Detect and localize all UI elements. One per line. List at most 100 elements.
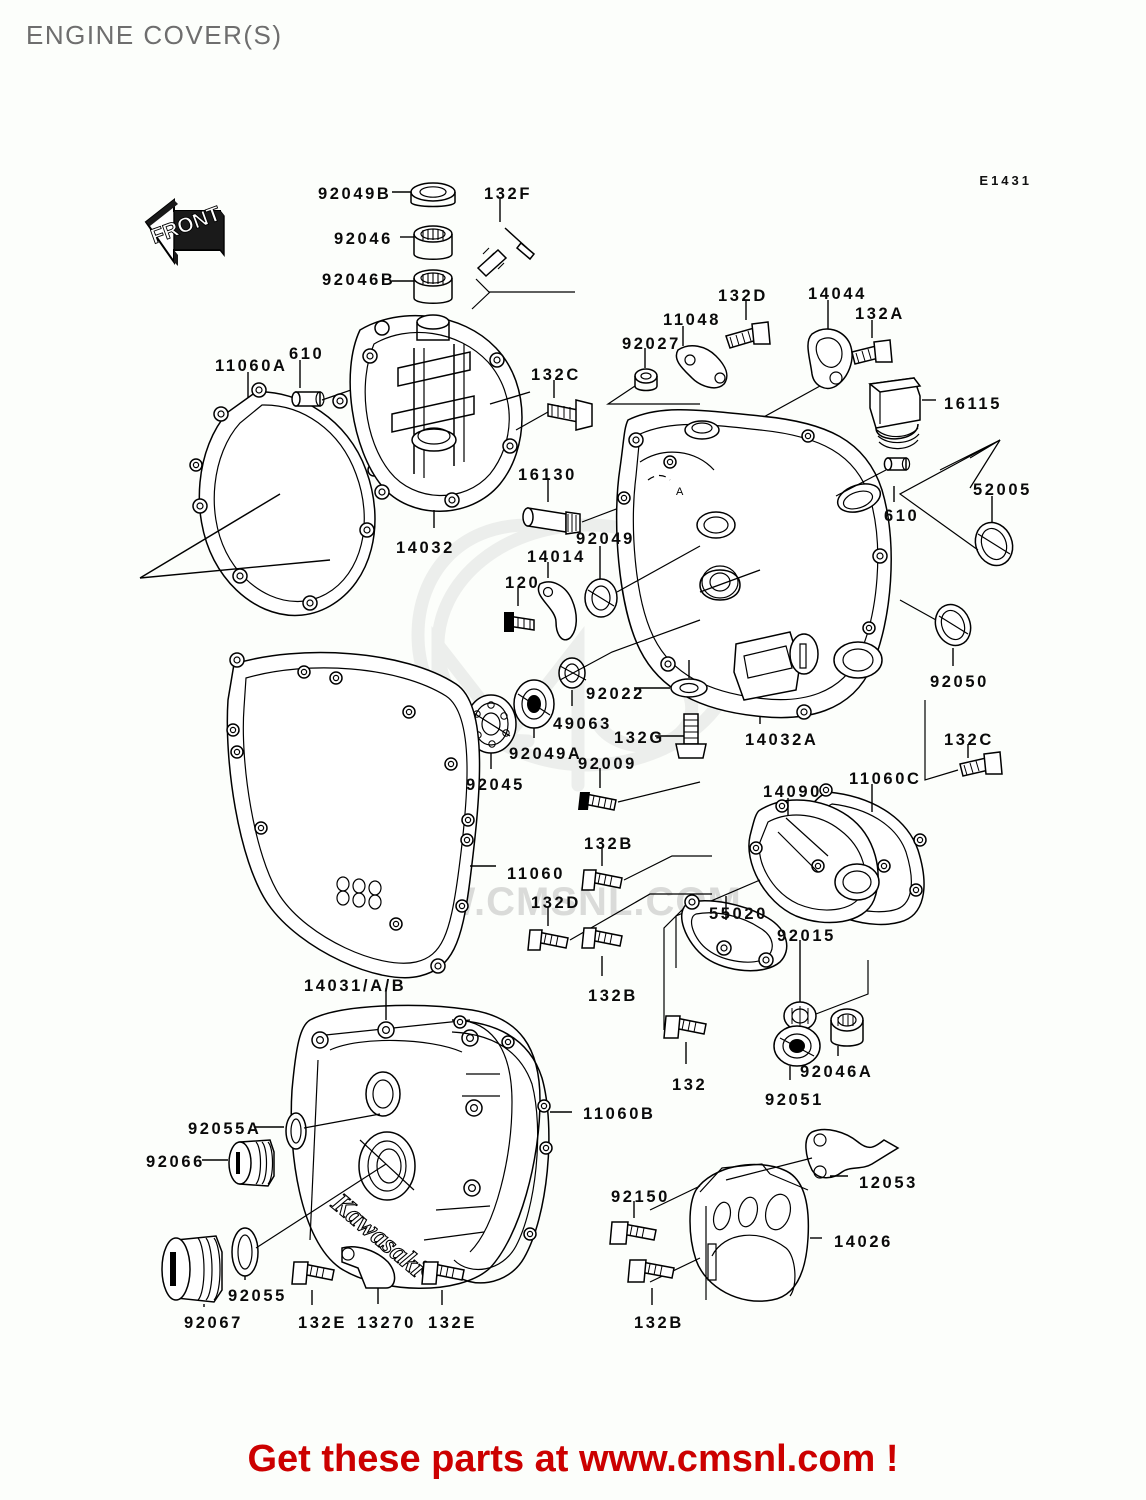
callout-11060: 11060: [507, 865, 565, 883]
callout-92046: 92046: [334, 230, 393, 248]
part-14026-chain-cover: [690, 1164, 822, 1301]
part-92046B-needle-bearing: [414, 270, 452, 303]
part-132E-bolt-1: [292, 1262, 334, 1305]
part-16130-valve: [523, 478, 580, 534]
part-92049B-oil-seal: [411, 183, 455, 207]
part-14044-cover-bracket: [808, 300, 852, 388]
callout-92022: 92022: [586, 685, 645, 703]
part-92049-oil-seal-center: [585, 546, 617, 617]
callout-132C-1: 132C: [531, 366, 581, 384]
callout-92009: 92009: [578, 755, 637, 773]
part-92046A-needle-bearing: [831, 1009, 863, 1056]
part-52005-oil-gauge: [969, 496, 1019, 571]
callout-92049A: 92049A: [509, 745, 583, 763]
callout-11048: 11048: [663, 311, 721, 329]
part-14031-engine-cover: Kawasaki: [291, 1005, 540, 1288]
part-132F-bolt: [478, 199, 534, 276]
callout-14014: 14014: [527, 548, 586, 566]
part-92009-screw: [578, 768, 616, 810]
callout-16115: 16115: [944, 395, 1002, 413]
part-132-bolt: [664, 1016, 706, 1064]
part-92022-washer: [634, 660, 707, 697]
callout-14031: 14031/A/B: [304, 977, 407, 995]
callout-92150: 92150: [611, 1188, 670, 1206]
callout-92055A: 92055A: [188, 1120, 262, 1138]
callout-92067: 92067: [184, 1314, 243, 1332]
callout-11060C: 11060C: [849, 770, 922, 788]
callout-132G: 132G: [614, 729, 665, 747]
callout-132F: 132F: [484, 185, 533, 203]
part-132C-bolt-right: [960, 744, 1002, 776]
callout-92045: 92045: [466, 776, 525, 794]
callout-132B-1: 132B: [584, 835, 634, 853]
callout-610-2: 610: [884, 507, 920, 525]
callout-52005: 52005: [973, 481, 1032, 499]
callout-92046A: 92046A: [800, 1063, 874, 1081]
callout-14032A: 14032A: [745, 731, 819, 749]
callout-610-1: 610: [289, 345, 325, 363]
part-14032A-clutch-cover: A: [617, 410, 892, 719]
part-14014-plate: [538, 562, 576, 640]
part-11048-bracket: [676, 326, 726, 388]
callout-120: 120: [505, 574, 541, 592]
part-610-pin-right: [884, 458, 909, 502]
callout-92055: 92055: [228, 1287, 287, 1305]
callout-92015: 92015: [777, 927, 836, 945]
part-132B-bolt-1: [582, 848, 622, 890]
part-92015-nut: [784, 940, 816, 1030]
callout-92049: 92049: [576, 530, 635, 548]
part-132A-bolt: [852, 320, 892, 364]
callout-92050: 92050: [930, 673, 989, 691]
part-55020-guard: [682, 895, 787, 971]
callout-132B-3: 132B: [634, 1314, 684, 1332]
callout-14044: 14044: [808, 285, 867, 303]
part-14090-cover: [749, 800, 879, 923]
section-marker-a: A: [676, 486, 684, 498]
part-610-pin-left: [292, 360, 324, 406]
callout-92049B: 92049B: [318, 185, 392, 203]
part-92150-bolt: [610, 1201, 656, 1244]
callout-132E-1: 132E: [298, 1314, 347, 1332]
callout-14032: 14032: [396, 539, 455, 557]
part-92067-plug: [162, 1236, 222, 1307]
page-title: ENGINE COVER(S): [26, 20, 283, 50]
callout-92046B: 92046B: [322, 271, 396, 289]
part-92050-oil-seal: [929, 599, 976, 666]
callout-14090: 14090: [763, 783, 822, 801]
callout-11060A: 11060A: [215, 357, 288, 375]
callout-132D-2: 132D: [531, 894, 581, 912]
part-92066-plug: [202, 1140, 274, 1186]
part-132G-bolt: [655, 714, 706, 758]
part-92051-ball-bearing: [774, 1026, 820, 1080]
callout-132: 132: [672, 1076, 708, 1094]
part-132D-bolt-2: [528, 907, 568, 950]
part-49063-oil-filter-element: [559, 658, 586, 706]
callout-14026: 14026: [834, 1233, 893, 1251]
diagram-code: E1431: [979, 173, 1032, 188]
part-92055A-o-ring: [254, 1113, 306, 1149]
callout-49063: 49063: [553, 715, 612, 733]
part-132B-bolt-2: [582, 928, 622, 976]
callout-12053: 12053: [859, 1174, 918, 1192]
callout-132C-2: 132C: [944, 731, 994, 749]
callout-132A: 132A: [855, 305, 905, 323]
callout-92066: 92066: [146, 1153, 205, 1171]
callout-16130: 16130: [518, 466, 577, 484]
callout-132B-2: 132B: [588, 987, 638, 1005]
callout-92051: 92051: [765, 1091, 824, 1109]
callout-92027: 92027: [622, 335, 681, 353]
part-132B-bolt-3: [628, 1260, 674, 1305]
part-132C-bolt-left: [548, 380, 592, 430]
part-11060-gasket: [227, 653, 480, 978]
footer-cta[interactable]: Get these parts at www.cmsnl.com !: [247, 1438, 899, 1480]
callout-132E-2: 132E: [428, 1314, 477, 1332]
part-92049A-oil-seal: [514, 680, 554, 738]
callout-132D-1: 132D: [718, 287, 768, 305]
callout-13270: 13270: [357, 1314, 416, 1332]
part-92046-needle-bearing: [414, 226, 452, 259]
callout-55020: 55020: [709, 905, 768, 923]
part-14032-clutch-cover: [350, 315, 522, 511]
part-132E-bolt-2: [422, 1262, 464, 1305]
